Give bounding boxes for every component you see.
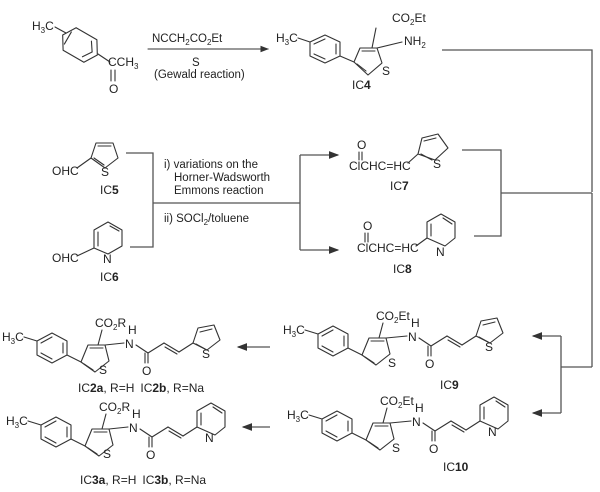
acid-chloride-ic8: O ClCHC=HC N IC8 <box>357 213 456 276</box>
compound-label-ic9: IC9 <box>440 378 459 392</box>
amide-hydrogen: H <box>415 401 424 415</box>
methyl-label: H3C <box>287 408 309 424</box>
carboxyl-group: CO2R <box>99 400 130 416</box>
gewald-reaction-arrow: NCCH2CO2Et S (Gewald reaction) <box>147 33 270 81</box>
step-i-line1: i) variations on the <box>164 159 258 171</box>
amide-ic9: H3C CO2Et H N S O S IC9 <box>283 309 504 392</box>
amide-nitrogen: N <box>408 330 417 344</box>
ester-group: CO2Et <box>376 309 410 325</box>
acyl-label: CCH3 <box>108 55 139 71</box>
methyl-label: H3C <box>6 414 28 430</box>
compound-label-ic8: IC8 <box>393 262 412 276</box>
acyl-chain: ClCHC=HC <box>357 241 419 255</box>
amide-hydrogen: H <box>128 323 137 337</box>
step-i-line3: Emmons reaction <box>174 185 263 197</box>
carboxyl-group: CO2R <box>95 316 126 332</box>
methyl-label: H3C <box>276 31 298 47</box>
carboxyl-oxygen: O <box>142 364 151 378</box>
carbonyl-oxygen: O <box>363 219 372 233</box>
thiophene-sulfur: S <box>202 347 210 361</box>
methyl-label: H3C <box>283 323 305 339</box>
methyl-label: H3C <box>32 19 54 35</box>
reagent-cyanoacetate: NCCH2CO2Et <box>152 33 223 47</box>
compound-label-ic7: IC7 <box>390 179 409 193</box>
amide-oxygen: O <box>425 357 434 371</box>
amide-nitrogen: N <box>125 337 134 351</box>
pyridine-nitrogen: N <box>103 252 112 266</box>
coupling-connectors <box>442 49 593 417</box>
starting-material-methylacetophenone: H3C CCH3 O <box>32 19 139 96</box>
acid-chloride-ic7: O ClCHC=HC S IC7 <box>349 133 449 193</box>
aldehyde-ic6: OHC N IC6 <box>52 221 123 284</box>
compound-label-ic5: IC5 <box>100 183 119 197</box>
amide-hydrogen: H <box>411 316 420 330</box>
step-ii: ii) SOCl2/toluene <box>164 213 249 227</box>
hwe-bracket: i) variations on the Horner-Wadsworth Em… <box>126 151 340 254</box>
product-ic4: H3C CO2Et NH2 S IC4 <box>276 11 426 92</box>
pyridine-nitrogen: N <box>436 245 445 259</box>
thiophene-sulfur: S <box>382 64 390 78</box>
amide-nitrogen: N <box>412 415 421 429</box>
ester-group: CO2Et <box>380 394 414 410</box>
amide-ic10: H3C CO2Et H N S O N IC10 <box>287 394 509 474</box>
thiophene-sulfur: S <box>392 441 400 455</box>
compound-label-ic4: IC4 <box>352 78 371 92</box>
thiophene-sulfur: S <box>485 340 493 354</box>
aldehyde-group: OHC <box>52 164 79 178</box>
amide-oxygen: O <box>429 442 438 456</box>
condition-gewald: (Gewald reaction) <box>154 69 245 81</box>
amide-nitrogen: N <box>129 421 138 435</box>
pyridine-nitrogen: N <box>488 425 497 439</box>
compound-label-ic6: IC6 <box>100 270 119 284</box>
amine-group: NH2 <box>404 34 426 50</box>
thiophene-sulfur: S <box>388 356 396 370</box>
ester-group: CO2Et <box>392 11 426 27</box>
thiophene-sulfur: S <box>103 447 111 461</box>
aldehyde-group: OHC <box>52 251 79 265</box>
reagent-sulfur: S <box>192 57 200 69</box>
methyl-label: H3C <box>2 330 24 346</box>
step-i-line2: Horner-Wadsworth <box>174 172 270 184</box>
carboxyl-oxygen: O <box>146 448 155 462</box>
compound-label-ic10: IC10 <box>443 460 469 474</box>
carbonyl-oxygen: O <box>109 82 118 96</box>
thiophene-sulfur: S <box>99 363 107 377</box>
aldehyde-ic5: OHC S IC5 <box>52 142 119 197</box>
acyl-chain: ClCHC=HC <box>349 159 411 173</box>
amide-hydrogen: H <box>132 407 141 421</box>
thiophene-sulfur: S <box>101 165 109 179</box>
pyridine-nitrogen: N <box>205 431 214 445</box>
carbonyl-oxygen: O <box>357 138 366 152</box>
thiophene-sulfur: S <box>433 157 441 171</box>
